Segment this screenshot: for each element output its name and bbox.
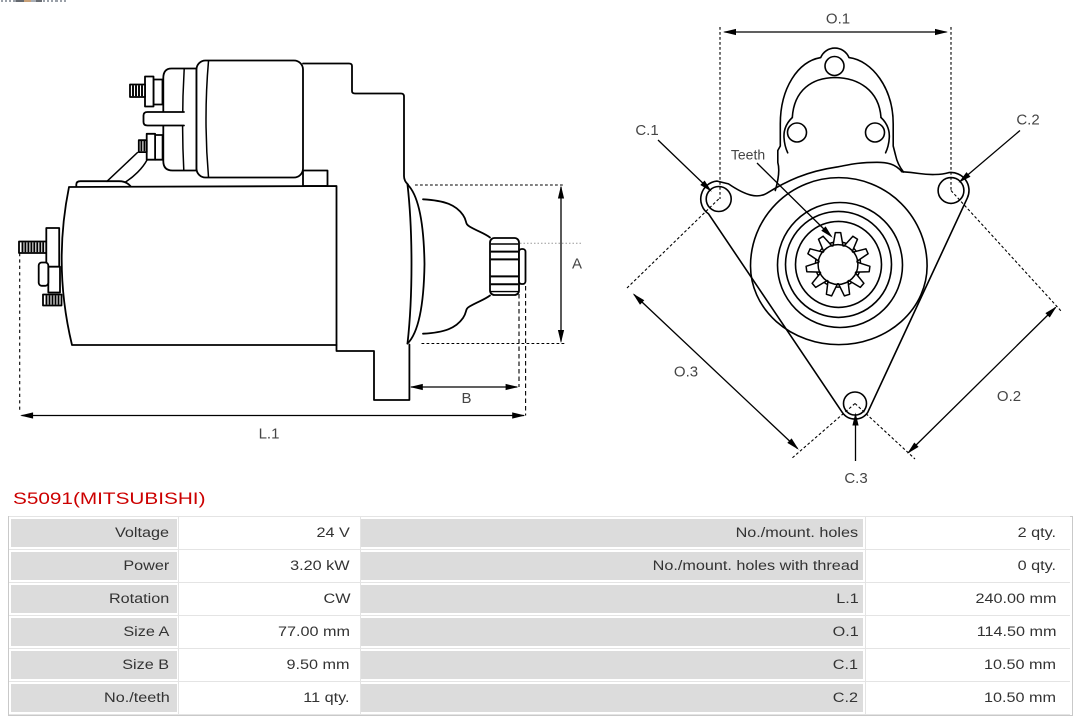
svg-text:C.1: C.1	[635, 122, 658, 139]
svg-text:O.1: O.1	[826, 11, 850, 28]
svg-text:B: B	[461, 390, 471, 407]
svg-text:C.2: C.2	[1016, 112, 1039, 129]
svg-text:Teeth: Teeth	[731, 147, 765, 163]
svg-text:C.3: C.3	[844, 470, 867, 487]
svg-text:O.3: O.3	[674, 364, 698, 381]
svg-text:O.2: O.2	[997, 388, 1021, 405]
svg-text:L.1: L.1	[259, 426, 280, 443]
svg-text:A: A	[572, 256, 582, 273]
